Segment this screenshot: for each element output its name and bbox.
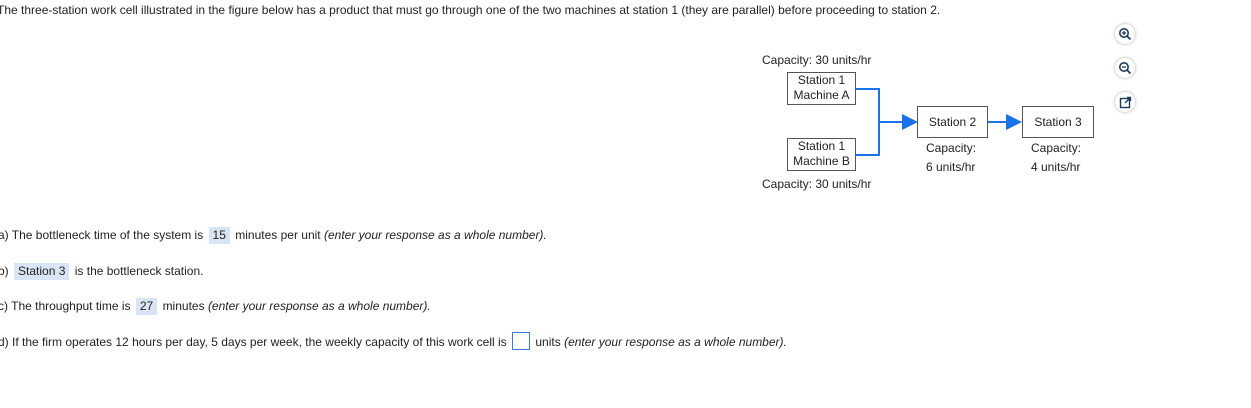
question-c: c) The throughput time is 27 minutes (en… [0,297,431,315]
answer-d-input[interactable] [512,332,531,350]
connector-a [856,88,880,122]
question-b-label: b) [0,264,9,278]
machine-b-capacity: Capacity: 30 units/hr [762,177,872,191]
question-b-text: is the bottleneck station. [74,264,204,278]
station2-cap-label: Capacity: [926,141,977,155]
question-a-hint: (enter your response as a whole number). [323,228,547,242]
station3-cap-value: 4 units/hr [1031,160,1081,174]
zoom-out-button[interactable] [1115,58,1135,78]
question-a-text: a) The bottleneck time of the system is [0,228,204,242]
question-c-hint: (enter your response as a whole number). [207,299,431,313]
machine-b-line1: Station 1 [797,139,846,153]
answer-b-field[interactable]: Station 3 [14,263,70,280]
popout-button[interactable] [1115,92,1135,112]
answer-c-field[interactable]: 27 [135,298,158,315]
answer-a-field[interactable]: 15 [208,227,230,244]
problem-intro: The three-station work cell illustrated … [0,3,941,17]
question-d-text: d) If the firm operates 12 hours per day… [0,335,507,349]
machine-a-line1: Station 1 [797,73,846,87]
station2-box: Station 2 [917,106,988,138]
station1-machine-b-box: Station 1 Machine B [787,138,856,171]
popout-icon [1119,96,1131,108]
station3-box: Station 3 [1022,106,1094,138]
machine-a-line2: Machine A [793,88,850,102]
station3-capacity: Capacity: 4 units/hr [1031,139,1081,177]
station1-machine-a-box: Station 1 Machine A [787,72,856,105]
machine-b-line2: Machine B [793,154,850,168]
question-c-unit: minutes [162,299,205,313]
question-a: a) The bottleneck time of the system is … [0,226,547,244]
zoom-out-icon [1119,62,1132,75]
zoom-in-button[interactable] [1115,24,1135,44]
question-d-unit: units [535,335,561,349]
zoom-in-icon [1119,28,1132,41]
question-c-text: c) The throughput time is [0,299,131,313]
station3-cap-label: Capacity: [1031,141,1082,155]
station2-capacity: Capacity: 6 units/hr [926,139,976,177]
question-d-hint: (enter your response as a whole number). [564,335,787,349]
connector-b [856,122,880,156]
question-a-unit: minutes per unit [235,228,321,242]
station2-cap-value: 6 units/hr [926,160,976,174]
question-b: b) Station 3 is the bottleneck station. [0,262,203,280]
question-d: d) If the firm operates 12 hours per day… [0,332,787,351]
machine-a-capacity: Capacity: 30 units/hr [762,53,872,67]
